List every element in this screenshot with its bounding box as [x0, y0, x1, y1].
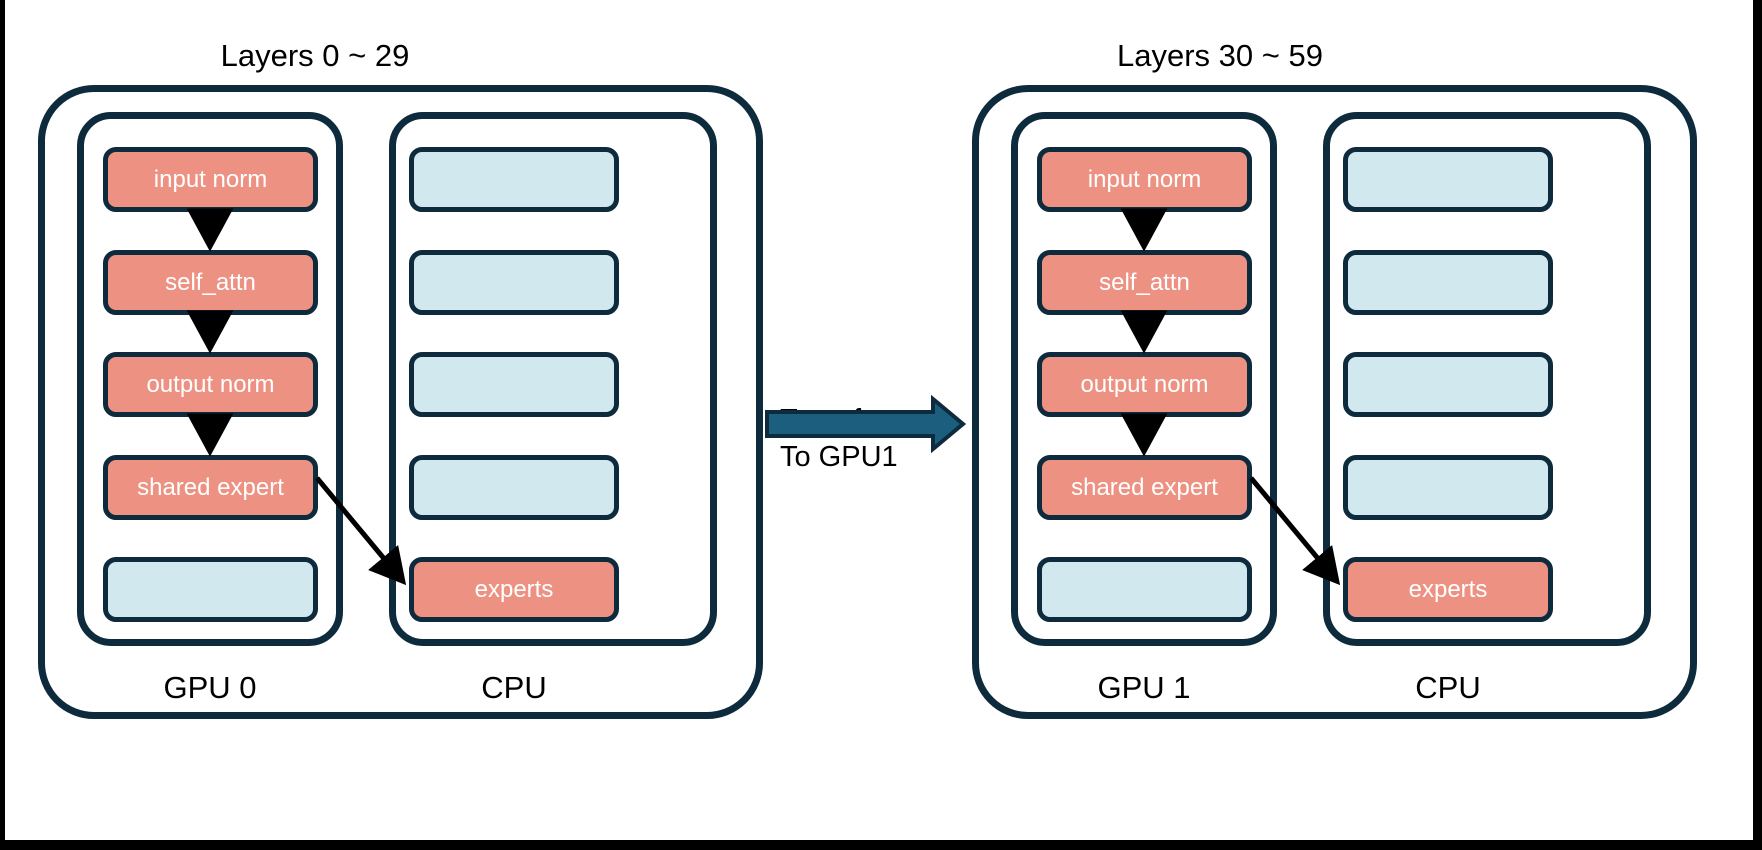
panel-right-block-placeholder-1[interactable]	[1037, 557, 1252, 622]
block-label: shared expert	[1071, 473, 1218, 501]
block-label: output norm	[146, 370, 275, 398]
panel-left-cpu-block-3[interactable]	[409, 352, 619, 417]
diagram-canvas: Layers 0 ~ 29 input norm self_attn outpu…	[5, 0, 1753, 840]
panel-right-title: Layers 30 ~ 59	[1117, 38, 1323, 73]
block-label: experts	[1408, 575, 1488, 603]
block-label: self_attn	[1099, 268, 1190, 296]
transfer-label: Transfer To GPU1	[780, 402, 898, 476]
panel-right-cpu-block-1[interactable]	[1343, 147, 1553, 212]
panel-left-block-shared-expert[interactable]: shared expert	[103, 455, 318, 520]
panel-right-block-input-norm[interactable]: input norm	[1037, 147, 1252, 212]
panel-right-cpu-label: CPU	[1415, 670, 1481, 705]
panel-right-cpu-block-experts[interactable]: experts	[1343, 557, 1553, 622]
block-label: shared expert	[137, 473, 284, 501]
panel-left-block-self-attn[interactable]: self_attn	[103, 250, 318, 315]
block-label: input norm	[153, 165, 268, 193]
panel-right-cpu-block-3[interactable]	[1343, 352, 1553, 417]
transfer-label-line2: To GPU1	[780, 441, 898, 474]
panel-right-block-output-norm[interactable]: output norm	[1037, 352, 1252, 417]
transfer-label-line1: Transfer	[780, 404, 887, 436]
panel-right-cpu-block-4[interactable]	[1343, 455, 1553, 520]
block-label: experts	[474, 575, 554, 603]
panel-right-cpu-block-2[interactable]	[1343, 250, 1553, 315]
panel-right-block-self-attn[interactable]: self_attn	[1037, 250, 1252, 315]
block-label: self_attn	[165, 268, 256, 296]
panel-left-gpu-label: GPU 0	[163, 670, 257, 705]
panel-left-cpu-block-4[interactable]	[409, 455, 619, 520]
panel-left-cpu-block-2[interactable]	[409, 250, 619, 315]
panel-left-block-output-norm[interactable]: output norm	[103, 352, 318, 417]
panel-left-title: Layers 0 ~ 29	[220, 38, 410, 73]
panel-left-block-input-norm[interactable]: input norm	[103, 147, 318, 212]
panel-right-block-shared-expert[interactable]: shared expert	[1037, 455, 1252, 520]
panel-right-gpu-label: GPU 1	[1097, 670, 1191, 705]
panel-left-cpu-block-experts[interactable]: experts	[409, 557, 619, 622]
block-label: output norm	[1080, 370, 1209, 398]
panel-left-cpu-block-1[interactable]	[409, 147, 619, 212]
panel-left-block-placeholder-1[interactable]	[103, 557, 318, 622]
block-label: input norm	[1087, 165, 1202, 193]
panel-left-cpu-label: CPU	[481, 670, 547, 705]
